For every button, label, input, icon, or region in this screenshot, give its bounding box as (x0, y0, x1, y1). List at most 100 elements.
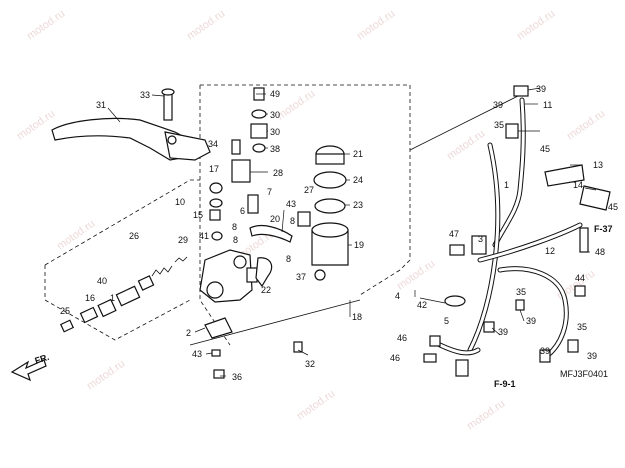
part-10 (209, 198, 223, 208)
part-29 (174, 256, 188, 263)
callout-48: 48 (595, 247, 605, 257)
frame-line (44, 179, 200, 266)
hose-upper-inner (493, 98, 525, 247)
direction-label: FR. (34, 352, 51, 366)
callout-11: 11 (543, 100, 552, 110)
callout-49: 49 (270, 89, 280, 99)
callout-26: 26 (129, 231, 139, 241)
frame-line (409, 94, 521, 151)
callout-40: 40 (97, 276, 107, 286)
callout-32: 32 (305, 359, 315, 369)
brake-lever (51, 88, 211, 161)
callout-10: 10 (175, 197, 185, 207)
watermark: motod.ru (275, 88, 317, 123)
reservoir-cap-skirt (315, 153, 345, 165)
piston-kit (59, 256, 188, 333)
hose-joint-inner (438, 343, 480, 355)
clip-42 (444, 295, 466, 307)
cylinder-mount-boss (206, 281, 224, 299)
callout-27: 27 (304, 185, 314, 195)
bolt-46b (423, 353, 437, 363)
hose-reservoir (249, 224, 293, 243)
diagram-code: MFJ3F0401 (560, 369, 608, 379)
reservoir-cap-stack (250, 87, 268, 153)
callout-5: 5 (444, 316, 449, 326)
callout-50: 30 (270, 127, 280, 137)
bolt-48 (579, 227, 589, 253)
watermark: motod.ru (565, 108, 607, 143)
part-41 (211, 231, 223, 241)
bolt-35c (567, 339, 579, 353)
switch-part-7 (247, 194, 259, 214)
callout-42: 42 (417, 300, 427, 310)
callout-3: 3 (478, 234, 483, 244)
diaphragm-23 (314, 198, 346, 214)
frame-line (189, 299, 361, 346)
callout-13: 13 (593, 160, 603, 170)
callout-44: 44 (575, 273, 585, 283)
cylinder-clamp (204, 317, 233, 339)
callout-14: 14 (573, 180, 583, 190)
callout-39c: 39 (526, 316, 536, 326)
joint-3 (471, 235, 487, 255)
bolt-46a (429, 335, 441, 347)
ref-f37: F-37 (594, 224, 613, 234)
callout-7: 7 (267, 187, 272, 197)
part-50 (250, 123, 268, 139)
callout-20: 20 (270, 214, 280, 224)
callout-33: 33 (140, 90, 150, 100)
bracket-cylinder (231, 159, 251, 183)
callout-6: 6 (240, 206, 245, 216)
cylinder-outlet (246, 267, 258, 283)
watermark: motod.ru (355, 8, 397, 43)
callout-21: 21 (353, 149, 363, 159)
kit-spring (151, 265, 173, 277)
bolt-44 (574, 285, 586, 297)
watermark: motod.ru (445, 128, 487, 163)
leader-lines (107, 87, 597, 377)
callout-labels: 31 33 49 30 30 34 38 21 17 28 24 27 7 10… (34, 84, 618, 389)
part-25 (59, 319, 75, 333)
frame-line (359, 269, 401, 296)
brake-hoses (423, 85, 611, 377)
part-17 (209, 182, 223, 194)
bolt-35b (515, 299, 525, 311)
callout-45b: 45 (608, 202, 618, 212)
front-direction-arrow (10, 359, 47, 382)
frame-line (200, 84, 411, 271)
callout-9: 8 (232, 222, 237, 232)
callout-30: 30 (270, 110, 280, 120)
part-15 (209, 209, 221, 221)
watermark: motod.ru (15, 108, 57, 143)
part-37 (314, 269, 326, 281)
part-34 (231, 139, 241, 155)
callout-31: 31 (96, 100, 106, 110)
callout-28: 28 (273, 168, 283, 178)
callout-12: 12 (545, 246, 555, 256)
hose-left-inner (468, 143, 500, 352)
hose-right-lower-inner (498, 267, 568, 357)
plate-24 (313, 171, 347, 189)
frame-line (44, 265, 191, 341)
callout-1: 1 (504, 180, 509, 190)
reservoir-tank-top (311, 222, 349, 238)
arrow-icon (10, 359, 47, 382)
kit-boot (79, 306, 99, 324)
reservoir-assembly (297, 145, 349, 266)
callout-43a: 43 (286, 199, 296, 209)
callout-29: 29 (178, 235, 188, 245)
ref-f91: F-9-1 (494, 379, 516, 389)
callout-8c: 8 (286, 254, 291, 264)
kit-seal (97, 298, 117, 318)
callout-39e: 39 (540, 346, 550, 356)
holder-22 (255, 257, 273, 288)
callout-15: 15 (193, 210, 203, 220)
callout-16: 16 (85, 293, 95, 303)
callout-45a: 45 (540, 144, 550, 154)
callout-34: 34 (208, 139, 218, 149)
callout-24: 24 (353, 175, 363, 185)
callout-46b: 46 (390, 353, 400, 363)
callout-41: 41 (199, 231, 209, 241)
callout-39d: 39 (498, 327, 508, 337)
